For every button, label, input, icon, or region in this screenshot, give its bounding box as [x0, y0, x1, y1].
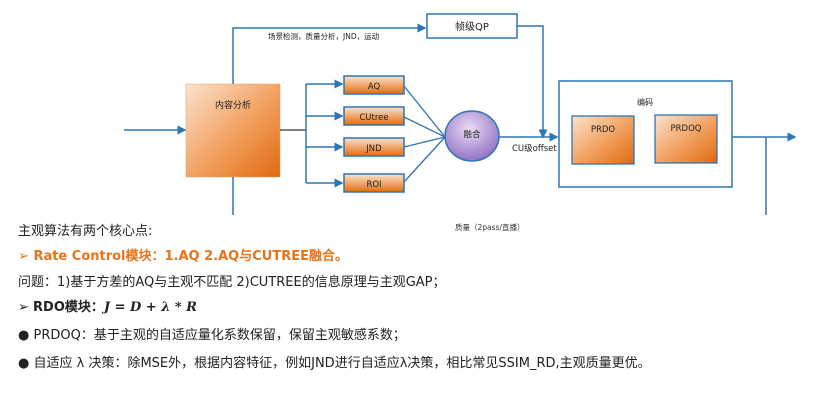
content-analysis-label: 内容分析: [215, 99, 251, 111]
intro-text: 主观算法有两个核心点:: [18, 224, 153, 239]
rate-control-text: Rate Control模块：1.AQ 2.AQ与CUTREE融合。: [33, 249, 348, 264]
module-aq-label: AQ: [368, 82, 381, 92]
flow-diagram: 内容分析 场景检测，质量分析，JND，运动 帧级QP AQ CUtree JND…: [124, 13, 797, 215]
prdo-box: [571, 115, 635, 165]
frame-qp-label: 帧级QP: [455, 20, 489, 33]
top-path-line: [232, 23, 427, 84]
converge-jnd: [403, 136, 446, 148]
converge-roi: [403, 136, 446, 183]
bullet-dot-icon: ●: [18, 328, 30, 343]
cu-offset-label: CU级offset: [512, 143, 557, 154]
module-aq: AQ: [343, 75, 405, 95]
fusion-label: 融合: [463, 129, 481, 140]
content-analysis-box: [185, 83, 281, 178]
frame-qp-line: [517, 25, 548, 139]
rdo-label: RDO模块：: [33, 300, 104, 315]
problem-text: 问题：1)基于方差的AQ与主观不匹配 2)CUTREE的信息原理与主观GAP；: [18, 275, 446, 290]
bullet-prdoq: ● PRDOQ：基于主观的自适应量化系数保留，保留主观敏感系数；: [18, 324, 406, 343]
bottom-path-label: 质量（2pass/直播）: [455, 223, 525, 232]
module-roi-label: ROI: [366, 180, 381, 190]
module-cutree: CUtree: [343, 106, 405, 126]
module-jnd: JND: [343, 137, 405, 157]
bullet-lambda: ● 自适应 λ 决策：除MSE外，根据内容特征，例如JND进行自适应λ决策，相比…: [18, 352, 651, 371]
module-cutree-label: CUtree: [359, 113, 388, 123]
prdoq-label: PRDOQ: [671, 124, 702, 134]
fusion-node: [444, 110, 500, 162]
feedback-line: [765, 137, 767, 215]
rate-control-line: ➢ Rate Control模块：1.AQ 2.AQ与CUTREE融合。: [18, 245, 348, 264]
encode-label: 编码: [637, 97, 653, 107]
top-path-label: 场景检测，质量分析，JND，运动: [268, 31, 380, 41]
rdo-line: ➢ RDO模块：J = D + λ * R: [18, 296, 197, 315]
arrow-bullet-icon: ➢: [18, 249, 29, 264]
bullet-dot-icon: ●: [18, 356, 30, 371]
bullet-prdoq-text: PRDOQ：基于主观的自适应量化系数保留，保留主观敏感系数；: [33, 328, 406, 343]
rdo-equation: J = D + λ * R: [103, 300, 197, 315]
arrow-bullet-icon: ➢: [18, 300, 29, 315]
converge-aq: [403, 85, 446, 138]
module-roi: ROI: [343, 173, 405, 193]
module-jnd-label: JND: [365, 144, 382, 154]
prdoq-box: [654, 114, 718, 164]
bullet-lambda-text: 自适应 λ 决策：除MSE外，根据内容特征，例如JND进行自适应λ决策，相比常见…: [33, 356, 651, 371]
prdo-label: PRDO: [591, 125, 616, 135]
converge-cutree: [403, 116, 446, 138]
